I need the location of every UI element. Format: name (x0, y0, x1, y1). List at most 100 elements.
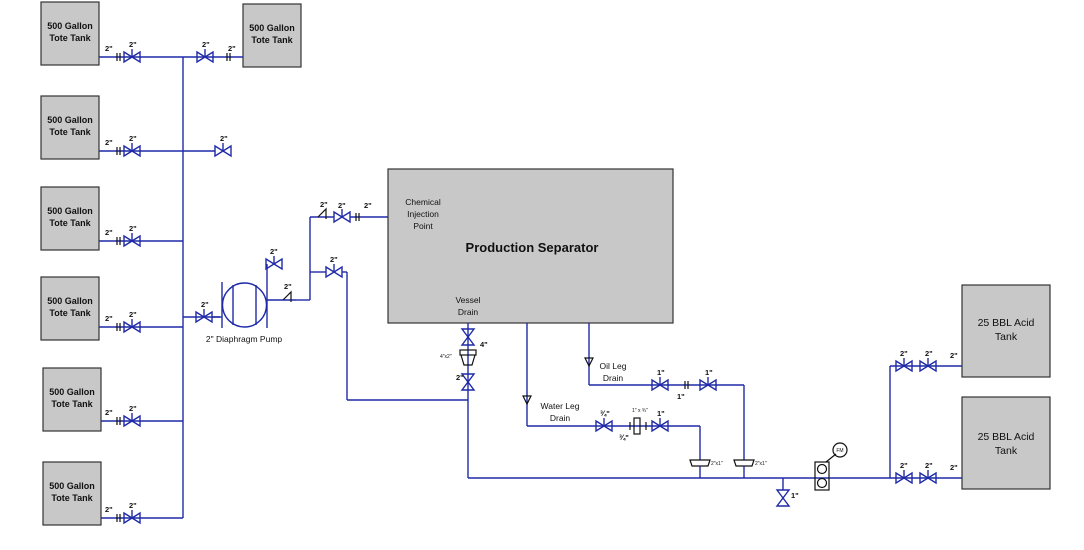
gate-valve-icon[interactable] (116, 49, 141, 64)
size-label: ¾" (619, 433, 629, 442)
size-label: 2" (925, 349, 933, 358)
acid-header-piping (468, 365, 962, 490)
gate-valve-icon[interactable] (116, 319, 141, 334)
gate-valve-icon[interactable] (895, 358, 913, 373)
gate-valve-icon[interactable] (195, 309, 213, 324)
size-label: 2" (338, 201, 346, 210)
acid-tank-2-valves: 2" 2" 2" (895, 461, 958, 485)
gate-valve-icon[interactable]: 1" (775, 489, 799, 507)
gate-valve-icon[interactable]: 2" (325, 255, 343, 279)
size-label: 2" (105, 228, 113, 237)
tote-tank-4-label-line2: Tote Tank (49, 308, 91, 318)
tote-tank-5-label-line2: Tote Tank (51, 399, 93, 409)
size-label: 2" (129, 310, 137, 319)
size-label: 2" (320, 200, 328, 209)
tote-tank-6-label-line2: Tote Tank (51, 493, 93, 503)
water-leg-drain-label-line1: Water Leg (541, 401, 580, 411)
size-label: 2" (201, 300, 209, 309)
gate-valve-icon[interactable] (919, 470, 937, 485)
water-leg-drain: Water Leg Drain ¾" 1" x ¾" ¾" 1" 2"x1" (522, 323, 723, 467)
injection-label-line2: Injection (407, 209, 439, 219)
tote-tank-2-label-line2: Tote Tank (49, 127, 91, 137)
injection-label-line1: Chemical (405, 197, 441, 207)
oil-leg-drain: Oil Leg Drain 1" 1" 1" 2"x1" (584, 323, 767, 467)
acid-tank-2-label-line1: 25 BBL Acid (978, 431, 1035, 443)
tote-size-labels: 2" 2" 2" 2" 2" 2" 2" 2" 2" 2" 2" 2" 2" 2… (105, 40, 236, 514)
size-label: 2" (129, 404, 137, 413)
reducer-label: 2"x1" (711, 461, 723, 467)
reducer-label: 4"x2" (440, 354, 452, 360)
tote-tank-3-label-line2: Tote Tank (49, 218, 91, 228)
top-tote-tank: 500 Gallon Tote Tank (242, 3, 302, 68)
size-label: 2" (105, 505, 113, 514)
flow-meter[interactable]: FM (814, 442, 848, 491)
flow-meter-label: FM (836, 448, 843, 454)
gate-valve-icon[interactable] (919, 358, 937, 373)
gate-valve-icon[interactable] (116, 510, 141, 525)
gate-valve-icon[interactable] (699, 377, 717, 392)
diaphragm-pump[interactable]: 2" Diaphragm Pump (206, 282, 283, 344)
tote-tank-4: 500 Gallon Tote Tank (40, 276, 100, 341)
gate-valve-icon[interactable] (651, 377, 669, 392)
size-label: 2" (950, 351, 958, 360)
acid-tank-1: 25 BBL Acid Tank (961, 284, 1051, 378)
tote-manifold-piping (99, 56, 243, 519)
acid-tank-2-label-line2: Tank (995, 445, 1018, 457)
top-tote-tank-label-line1: 500 Gallon (249, 23, 295, 33)
size-label: 2" (270, 247, 278, 256)
reducer-label: 1" x ¾" (632, 408, 648, 414)
tote-tank-6-label-line1: 500 Gallon (49, 481, 95, 491)
tote-tank-5-label-line1: 500 Gallon (49, 387, 95, 397)
tote-tank-3-label-line1: 500 Gallon (47, 206, 93, 216)
gate-valve-icon[interactable] (214, 143, 232, 158)
size-label: 2" (456, 373, 464, 382)
tote-tank-5: 500 Gallon Tote Tank (42, 367, 102, 432)
tote-tank-1: 500 Gallon Tote Tank (40, 1, 100, 66)
separator-title: Production Separator (466, 240, 599, 255)
check-valve-icon[interactable]: 2" (282, 282, 292, 302)
oil-leg-drain-label-line2: Drain (603, 373, 624, 383)
tote-tank-1-label-line1: 500 Gallon (47, 21, 93, 31)
acid-tank-1-valves: 2" 2" 2" (895, 349, 958, 373)
size-label: 1" (657, 409, 665, 418)
size-label: 2" (105, 314, 113, 323)
gate-valve-icon[interactable] (460, 328, 476, 346)
size-label: 2" (228, 44, 236, 53)
size-label: 2" (105, 408, 113, 417)
size-label: 2" (950, 463, 958, 472)
size-label: 1" (791, 491, 799, 500)
gate-valve-icon[interactable]: 2" 2" (333, 201, 372, 224)
size-label: 2" (129, 134, 137, 143)
size-label: 1" (677, 392, 685, 401)
gate-valve-icon[interactable] (116, 233, 141, 248)
injection-label-line3: Point (413, 221, 433, 231)
size-label: 2" (900, 349, 908, 358)
gate-valve-icon[interactable] (116, 143, 141, 158)
water-leg-drain-label-line2: Drain (550, 413, 571, 423)
reducer-label: 2"x1" (755, 461, 767, 467)
vessel-drain-assembly: 4" 4"x2" 2" (440, 323, 488, 478)
size-label: 1" (657, 368, 665, 377)
size-label: 2" (330, 255, 338, 264)
size-label: 2" (129, 224, 137, 233)
size-label: 2" (105, 138, 113, 147)
tote-tank-1-label-line2: Tote Tank (49, 33, 91, 43)
tote-tank-2: 500 Gallon Tote Tank (40, 95, 100, 160)
gate-valve-icon[interactable] (595, 418, 613, 433)
pump-label: 2" Diaphragm Pump (206, 334, 283, 344)
size-label: 4" (480, 340, 488, 349)
oil-leg-drain-label-line1: Oil Leg (600, 361, 627, 371)
gate-valve-icon[interactable] (460, 373, 476, 391)
check-valve-icon[interactable]: 2" (317, 200, 328, 219)
gate-valve-icon[interactable] (116, 413, 141, 428)
gate-valve-icon[interactable]: 2" (265, 247, 283, 271)
size-label: 1" (705, 368, 713, 377)
production-separator: Chemical Injection Point Production Sepa… (387, 168, 674, 324)
gate-valve-icon[interactable] (651, 418, 669, 433)
acid-tank-1-label-line2: Tank (995, 331, 1018, 343)
gate-valve-icon[interactable] (196, 49, 231, 64)
gate-valve-icon[interactable] (895, 470, 913, 485)
size-label: 2" (925, 461, 933, 470)
size-label: 2" (284, 282, 292, 291)
